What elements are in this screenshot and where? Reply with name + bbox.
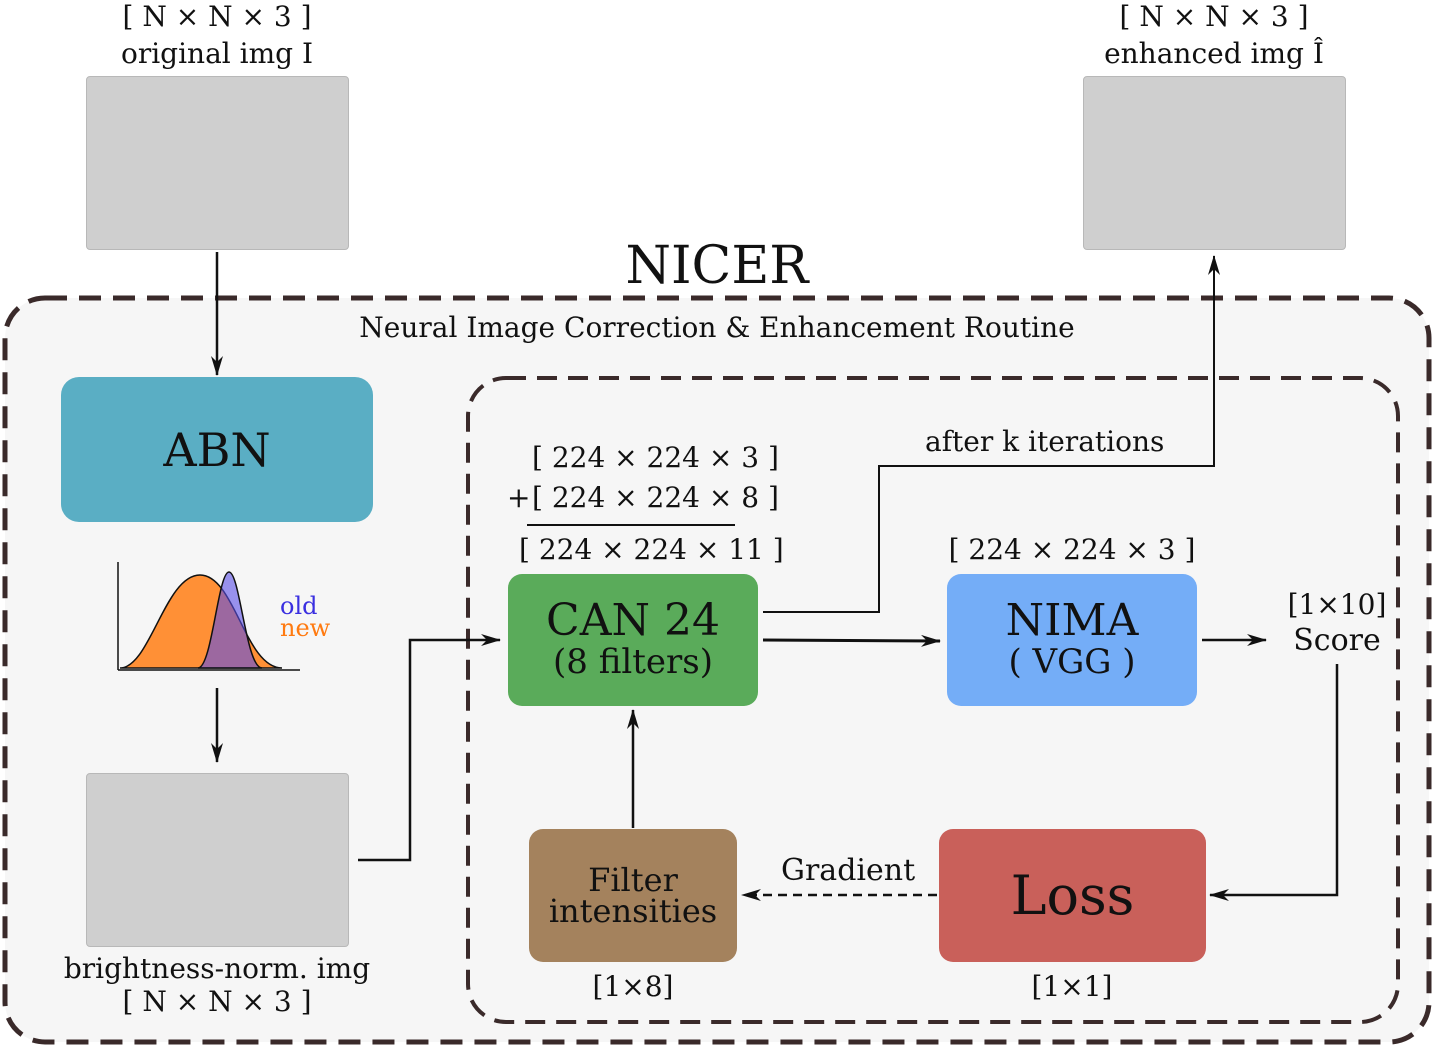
hist-old-curve	[197, 571, 263, 669]
output-image-dims: [ N × N × 3 ]	[1119, 0, 1309, 33]
loss-dims: [1×1]	[1031, 970, 1113, 1003]
filter-intensities-block: Filter intensities	[529, 829, 737, 962]
output-image-placeholder	[1083, 76, 1346, 250]
can-title: CAN 24	[546, 595, 720, 647]
nima-title: NIMA	[1005, 595, 1139, 647]
can-subtitle: (8 filters)	[552, 642, 713, 683]
filters-dims: [1×8]	[592, 970, 674, 1003]
can-dims-sum: [ 224 × 224 × 11 ]	[519, 533, 784, 566]
nima-block: NIMA ( VGG )	[947, 574, 1197, 706]
score-label: Score	[1293, 623, 1381, 658]
norm-image-label: brightness-norm. img	[63, 952, 371, 985]
gradient-label: Gradient	[781, 853, 916, 888]
filters-line2: intensities	[548, 891, 718, 930]
after-k-iterations-label: after k iterations	[925, 425, 1165, 458]
norm-image-placeholder	[86, 773, 349, 947]
can-block: CAN 24 (8 filters)	[508, 574, 758, 706]
hist-legend-new: new	[280, 614, 331, 642]
arrow-score-to-loss	[1209, 664, 1339, 901]
filters-line1: Filter	[588, 861, 678, 900]
arrow-norm-to-can	[358, 634, 501, 862]
abn-label: ABN	[163, 422, 271, 477]
loss-block: Loss	[939, 829, 1206, 962]
inner-loop-container	[466, 376, 1400, 1024]
arrow-can-to-output	[763, 255, 1220, 613]
input-image-label: original img I	[120, 37, 314, 70]
score-dims: [1×10]	[1287, 588, 1387, 621]
loss-label: Loss	[1010, 863, 1135, 927]
input-image-placeholder	[86, 76, 349, 250]
can-dims-plus: +	[507, 481, 531, 514]
hist-legend-old: old	[280, 592, 318, 620]
can-dims-line1: [ 224 × 224 × 3 ]	[532, 441, 779, 474]
norm-image-dims: [ N × N × 3 ]	[122, 985, 312, 1018]
brightness-histogram	[117, 562, 300, 671]
nima-dims: [ 224 × 224 × 3 ]	[948, 533, 1196, 566]
title: NICER	[625, 236, 809, 296]
input-image-dims: [ N × N × 3 ]	[122, 0, 312, 33]
can-dims-line2: [ 224 × 224 × 8 ]	[532, 481, 779, 514]
nima-subtitle: ( VGG )	[1008, 642, 1136, 683]
abn-block: ABN	[61, 377, 373, 522]
subtitle: Neural Image Correction & Enhancement Ro…	[359, 311, 1075, 344]
output-image-label: enhanced img Î	[1104, 37, 1324, 70]
arrow-can-to-nima	[762, 634, 941, 647]
